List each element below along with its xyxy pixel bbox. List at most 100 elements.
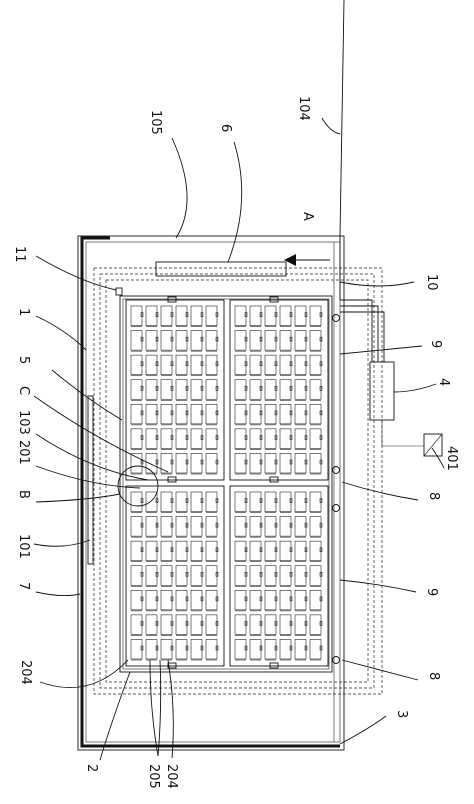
cell-terminal <box>289 621 293 626</box>
cell-terminal <box>140 410 144 416</box>
cell-terminal <box>274 312 278 317</box>
cell <box>205 614 218 635</box>
cell <box>234 330 247 351</box>
mount-3 <box>332 504 340 512</box>
cell <box>234 403 247 425</box>
cell <box>145 540 158 562</box>
cell <box>294 354 307 376</box>
cell <box>130 403 143 425</box>
cell <box>234 540 247 562</box>
cell <box>234 428 247 449</box>
label-105: 105 <box>148 110 163 135</box>
cell-terminal <box>200 459 204 465</box>
cell <box>234 354 247 376</box>
cell-terminal <box>185 361 189 367</box>
cell-terminal <box>259 621 263 626</box>
cell-terminal <box>140 596 144 602</box>
cell <box>249 330 262 351</box>
pipe-to-unit-4-a <box>340 299 373 362</box>
cell-terminal <box>304 522 308 528</box>
leader-4 <box>393 383 437 393</box>
cell <box>175 614 188 635</box>
cell <box>249 403 262 425</box>
leader-8b <box>341 659 419 681</box>
cell-terminal <box>289 336 293 342</box>
cell <box>279 639 292 660</box>
cell-terminal <box>244 312 248 317</box>
cell-terminal <box>155 361 159 367</box>
cell <box>160 516 173 537</box>
leader-b <box>35 493 121 503</box>
cell-terminal <box>200 336 204 342</box>
mount-2 <box>332 466 340 474</box>
cell <box>309 453 322 474</box>
cell <box>309 639 322 660</box>
label-b: B <box>16 490 31 499</box>
cell-terminal <box>319 459 323 465</box>
cell <box>145 516 158 537</box>
cell <box>205 516 218 537</box>
cell <box>294 516 307 537</box>
cell <box>205 589 218 611</box>
cell <box>145 565 158 586</box>
cell <box>264 330 277 351</box>
cell-terminal <box>289 645 293 651</box>
cell-terminal <box>170 312 174 317</box>
cell-terminal <box>215 459 219 465</box>
cell-terminal <box>185 596 189 602</box>
cell-terminal <box>244 410 248 416</box>
label-103: 103 <box>16 410 31 435</box>
cell-terminal <box>319 435 323 440</box>
cell-terminal <box>319 645 323 651</box>
cell-terminal <box>304 361 308 367</box>
cell-terminal <box>244 547 248 553</box>
cell-terminal <box>289 435 293 440</box>
label-8a: 8 <box>426 492 441 500</box>
leader-lines <box>33 117 445 761</box>
cell <box>309 491 322 512</box>
cell <box>175 639 188 660</box>
cell-terminal <box>319 312 323 317</box>
cell-terminal <box>200 386 204 391</box>
cell <box>294 589 307 611</box>
cell <box>205 354 218 376</box>
cell <box>175 516 188 537</box>
cell-terminal <box>304 621 308 626</box>
rack-frame <box>119 295 333 673</box>
cell-terminal <box>274 386 278 391</box>
cell-terminal <box>259 312 263 317</box>
label-11: 11 <box>12 246 27 263</box>
duct-loop-middle <box>99 273 375 689</box>
label-1: 1 <box>16 308 31 316</box>
leader-6 <box>227 141 243 263</box>
label-204b: 204 <box>164 764 179 789</box>
cell <box>279 305 292 326</box>
cell-terminal <box>289 547 293 553</box>
cell <box>145 614 158 635</box>
cell-terminal <box>200 596 204 602</box>
cell-terminal <box>155 596 159 602</box>
cell <box>294 639 307 660</box>
cell <box>130 428 143 449</box>
cell-terminal <box>140 522 144 528</box>
cell-terminal <box>304 572 308 577</box>
cell <box>249 614 262 635</box>
mount-4 <box>332 656 340 664</box>
cell-terminal <box>215 522 219 528</box>
cell-terminal <box>289 522 293 528</box>
cell-terminal <box>304 386 308 391</box>
cell <box>309 403 322 425</box>
cell-terminal <box>304 312 308 317</box>
label-204a: 204 <box>18 660 33 685</box>
cell-terminal <box>215 361 219 367</box>
cell <box>279 565 292 586</box>
leader-c <box>33 395 169 473</box>
cell <box>190 639 203 660</box>
cell <box>264 305 277 326</box>
cell <box>130 379 143 400</box>
side-mounts <box>332 314 340 664</box>
cell <box>175 354 188 376</box>
leader-1 <box>35 315 87 351</box>
cell <box>190 614 203 635</box>
leader-104 <box>321 117 341 135</box>
